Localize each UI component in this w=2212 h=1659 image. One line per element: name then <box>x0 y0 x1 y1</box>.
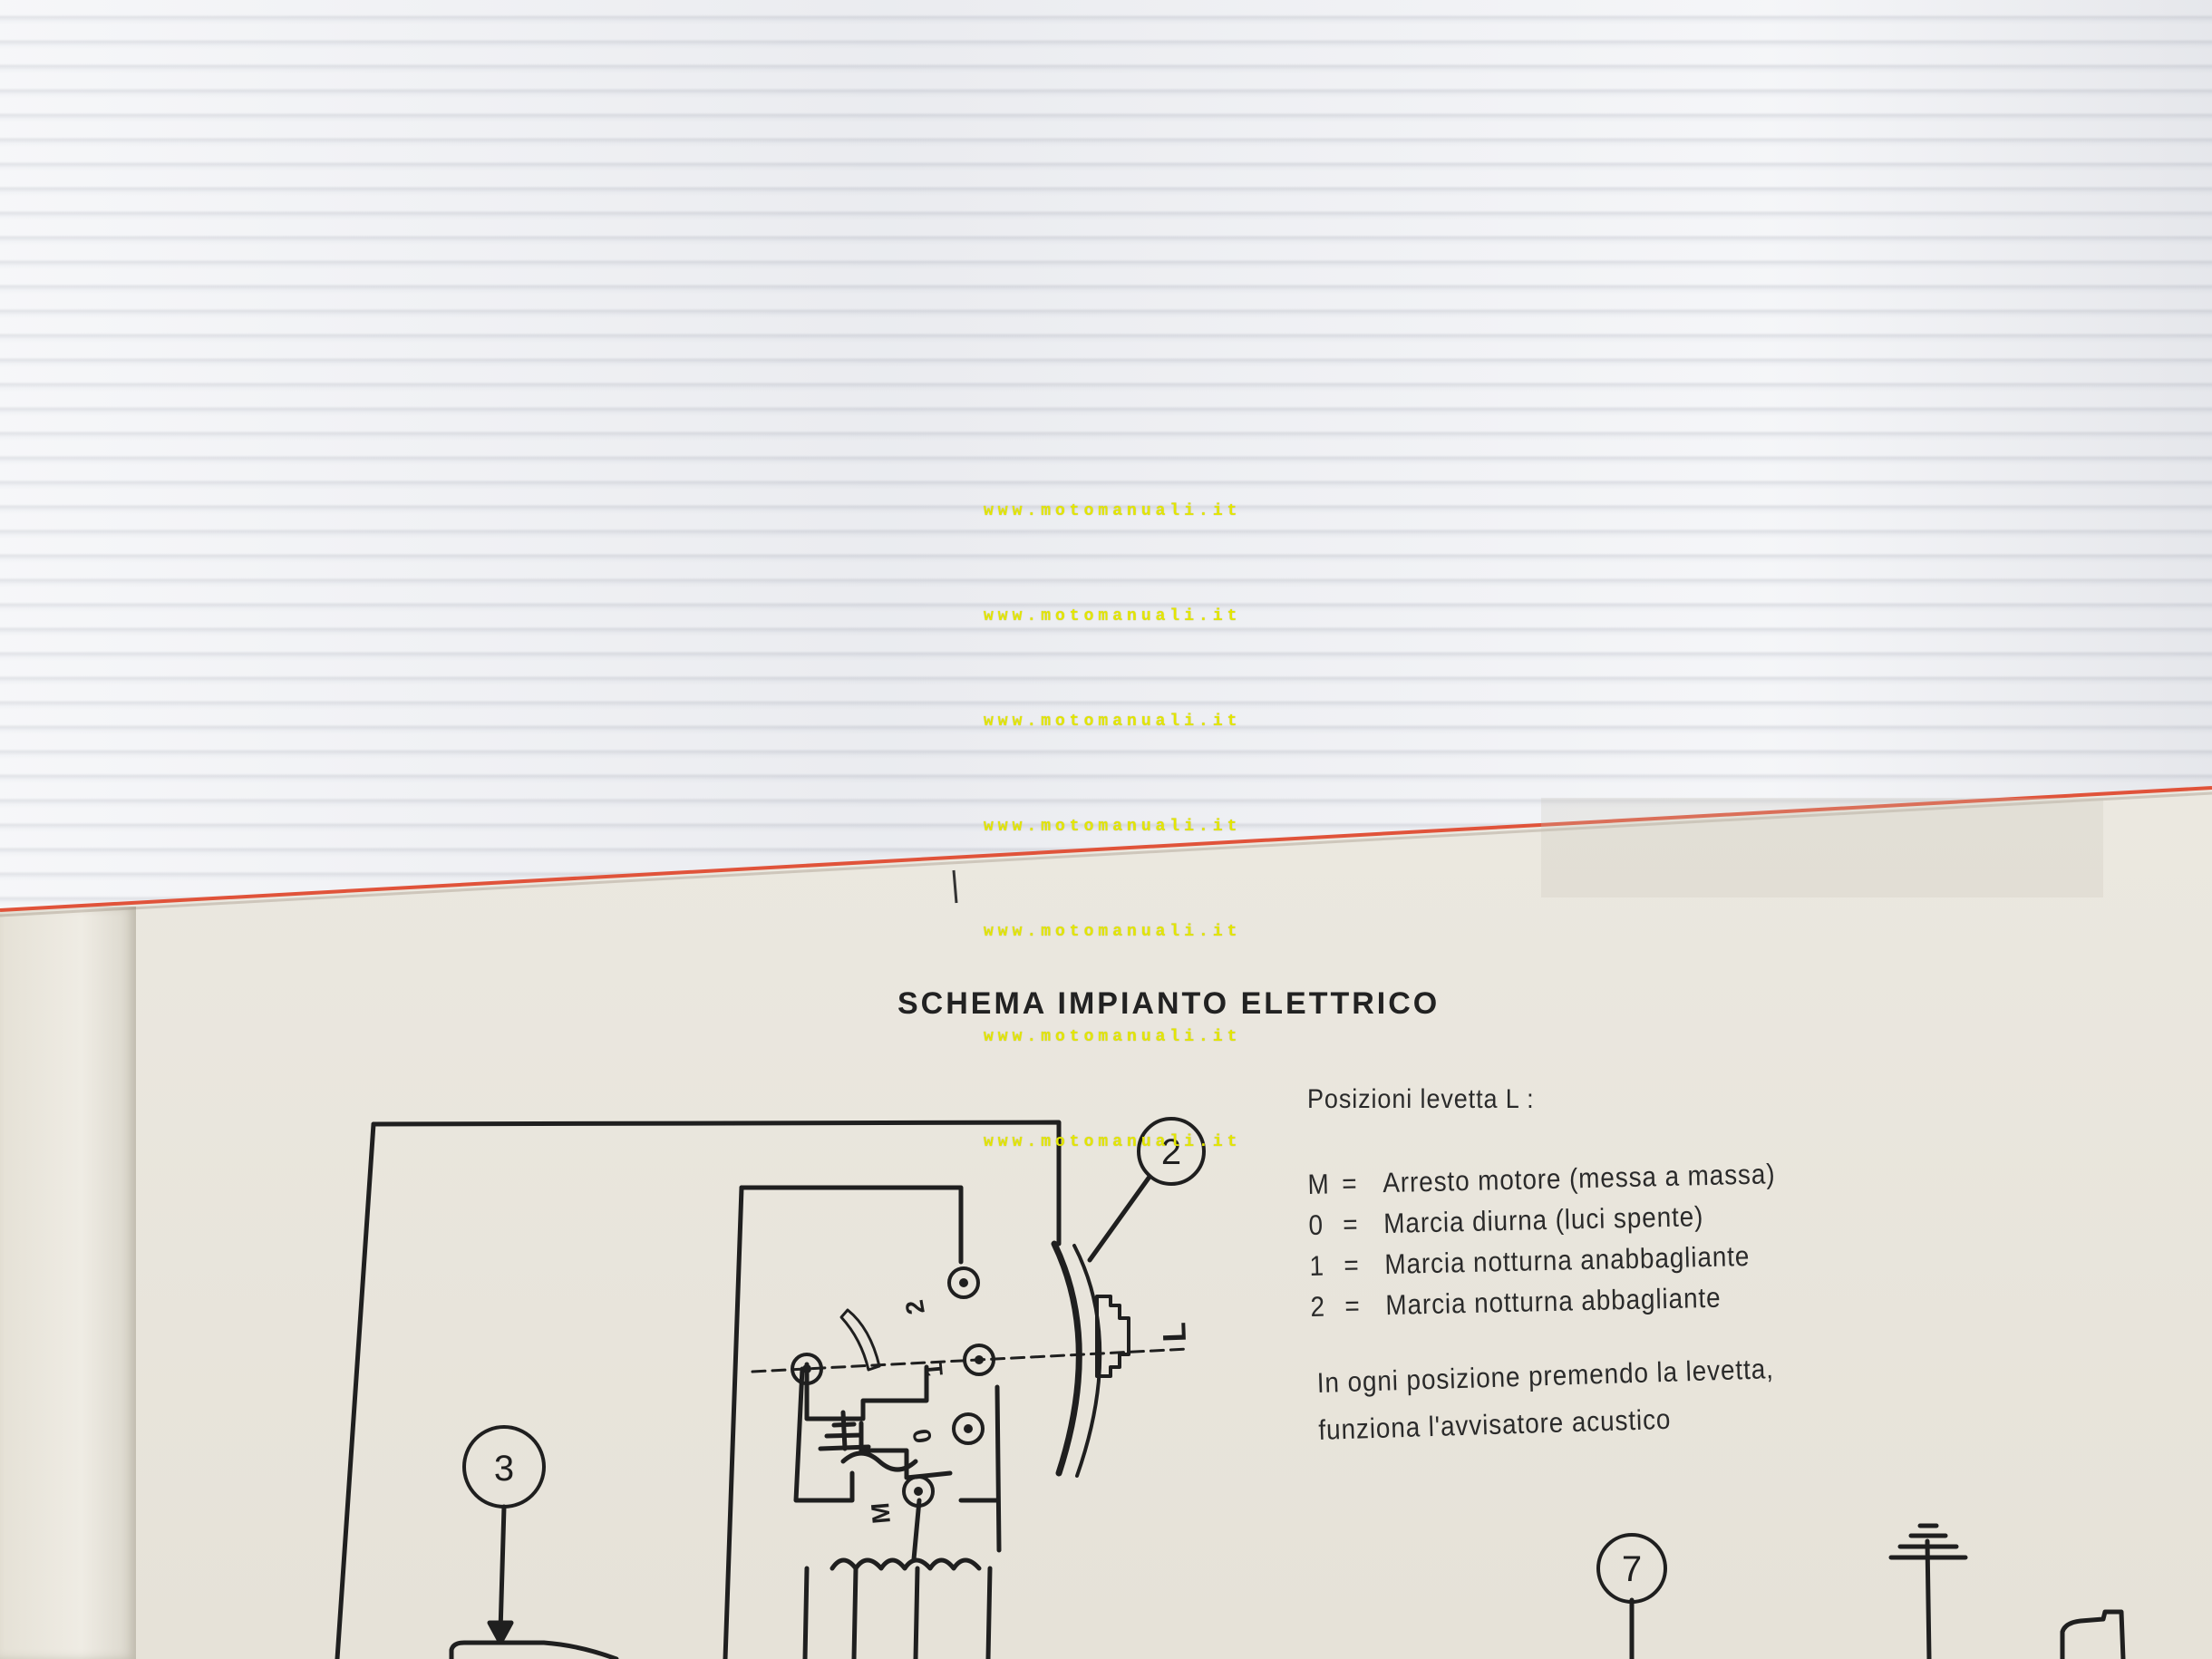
wire <box>793 1366 855 1503</box>
watermark-text: www.motomanuali.it <box>984 923 1242 941</box>
watermark-text: www.motomanuali.it <box>984 502 1242 520</box>
callout-circle <box>1137 1117 1206 1186</box>
watermark-text: www.motomanuali.it <box>984 818 1242 836</box>
contact-m <box>902 1475 935 1508</box>
arrow-head <box>487 1620 514 1645</box>
lever-arc <box>1072 1244 1102 1478</box>
ground-symbol <box>1925 1538 1932 1659</box>
switch-axis <box>751 1347 1189 1373</box>
left-page-leaf <box>0 907 136 1659</box>
lever-knob <box>1095 1295 1130 1378</box>
callout-number: 7 <box>1622 1549 1642 1589</box>
page-title: SCHEMA IMPIANTO ELETTRICO <box>897 986 1441 1021</box>
ground-symbol <box>824 1432 864 1439</box>
wire <box>739 1185 964 1265</box>
lever-arc <box>1051 1240 1082 1477</box>
position-label: M <box>866 1501 896 1525</box>
contact-left <box>791 1353 823 1385</box>
legend-heading: Posizioni levetta L : <box>1307 1084 1535 1114</box>
switch-label: L <box>1155 1322 1193 1343</box>
callout-number: 2 <box>1161 1132 1181 1172</box>
wire <box>723 1185 744 1659</box>
callout-circle <box>462 1425 546 1509</box>
wire <box>371 1120 1062 1247</box>
ground-symbol <box>818 1444 871 1451</box>
ground-symbol <box>831 1421 857 1428</box>
position-label: 0 <box>907 1427 937 1446</box>
position-label: 2 <box>900 1298 930 1317</box>
wire <box>913 1566 920 1659</box>
wire <box>804 1362 929 1421</box>
contact-blade <box>839 1308 881 1372</box>
callout-circle <box>1596 1533 1667 1604</box>
wire <box>802 1566 810 1659</box>
component-outline <box>449 1640 619 1659</box>
position-label: 1 <box>919 1362 948 1378</box>
wire <box>985 1566 993 1659</box>
ground-symbol <box>840 1410 848 1451</box>
watermark-text: www.motomanuali.it <box>984 1028 1242 1046</box>
watermark-text: www.motomanuali.it <box>984 1133 1242 1151</box>
watermark-text: www.motomanuali.it <box>984 607 1242 626</box>
contact-0 <box>952 1412 985 1445</box>
callout-leader <box>1087 1174 1152 1263</box>
component-outline <box>2060 1609 2126 1659</box>
contact-1 <box>963 1344 995 1376</box>
callout-number: 3 <box>494 1449 514 1489</box>
wire <box>851 1566 859 1659</box>
wire <box>994 1384 1002 1553</box>
contact-2 <box>947 1266 980 1299</box>
wire <box>335 1121 376 1659</box>
wire <box>840 1450 918 1472</box>
wire <box>911 1498 922 1562</box>
watermark-text: www.motomanuali.it <box>984 713 1242 731</box>
callout-leader <box>498 1504 507 1635</box>
